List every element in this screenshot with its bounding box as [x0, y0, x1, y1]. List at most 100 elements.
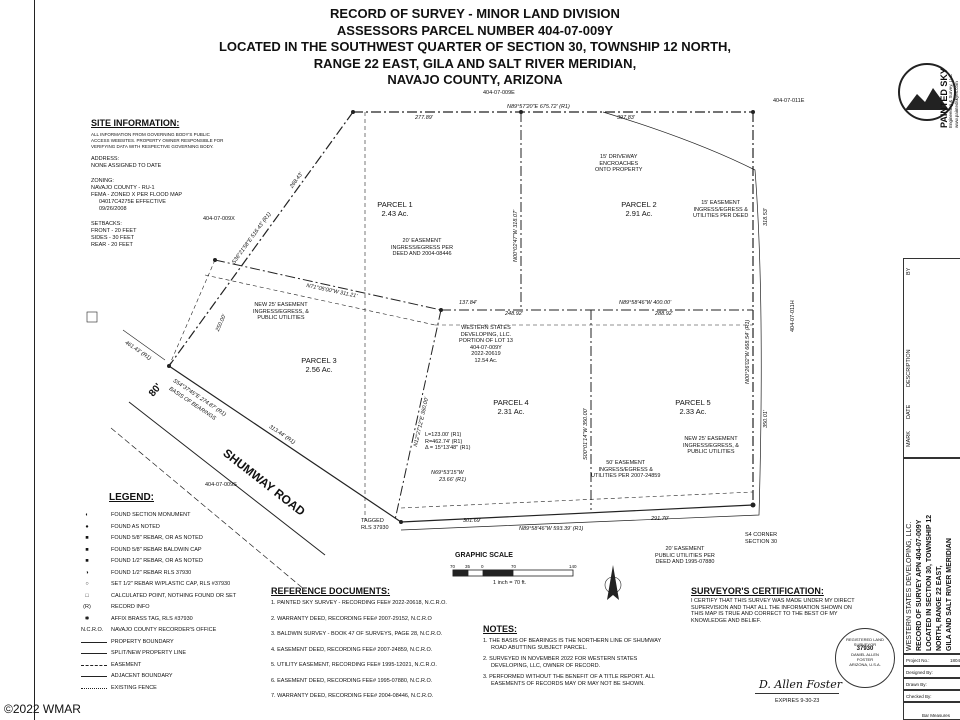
- reference-item: 7. WARRANTY DEED, RECORDING FEE# 2004-08…: [271, 693, 434, 699]
- legend-text: PROPERTY BOUNDARY: [111, 638, 174, 645]
- seg-301-69: 301.69': [463, 518, 481, 524]
- curve-data: L=123.00' (R1)R=462.74' (R1)Δ = 15°13'48…: [425, 432, 471, 451]
- road-edge-north: [128, 401, 326, 556]
- site-note-3: VERIFYING DATA WITH RESPECTIVE GOVERNING…: [91, 144, 214, 149]
- certification-title: SURVEYOR'S CERTIFICATION:: [691, 586, 824, 596]
- title-line-5: NAVAJO COUNTY, ARIZONA: [387, 72, 563, 87]
- survey-sheet: RECORD OF SURVEY - MINOR LAND DIVISION A…: [34, 0, 960, 720]
- scale-tick-5: 140: [569, 564, 577, 569]
- north-arrow-icon: [604, 565, 622, 600]
- corner-w-mid: [213, 258, 217, 262]
- certification-text: I CERTIFY THAT THIS SURVEY WAS MADE UNDE…: [691, 598, 855, 624]
- apn-top-right: 404-07-011E: [773, 98, 805, 104]
- reference-item: 1. PAINTED SKY SURVEY - RECORDING FEE# 2…: [271, 600, 447, 606]
- revision-block: BY DESCRIPTION DATE MARK: [903, 258, 960, 458]
- zoning-value: NAVAJO COUNTY - RU-1: [91, 185, 155, 191]
- apn-top: 404-07-009E: [483, 90, 515, 96]
- bearing-n00-668: N00°26'02"W 668.54' (R1): [745, 319, 751, 384]
- setback-rear: REAR - 20 FEET: [91, 242, 133, 248]
- apn-right: 404-07-011H: [790, 300, 796, 332]
- legend-text: FOUND 1/2" REBAR RLS 37930: [111, 569, 192, 576]
- reference-item: 5. UTILITY EASEMENT, RECORDING FEE# 1995…: [271, 662, 437, 668]
- bearing-n00-318: N00°02'47"W 318.07': [513, 209, 519, 262]
- reference-item: 4. EASEMENT DEED, RECORDING FEE# 2007-24…: [271, 646, 433, 653]
- existing-fence-line: [400, 111, 762, 531]
- legend-text: FOUND 1/2" REBAR, OR AS NOTED: [111, 558, 203, 564]
- address-value: NONE ASSIGNED TO DATE: [91, 163, 162, 169]
- legend-symbol: ✱: [84, 615, 90, 622]
- reference-title: REFERENCE DOCUMENTS:: [271, 586, 391, 596]
- southwest-boundary-line: [168, 365, 402, 523]
- corner-n-mid: [519, 110, 523, 114]
- easement-line-25w: [204, 274, 436, 326]
- legend-text: SPLIT/NEW PROPERTY LINE: [111, 650, 186, 656]
- legend-line-sample: [81, 641, 107, 643]
- corner-w: [167, 364, 171, 368]
- seg-350-01: 350.01': [763, 410, 769, 428]
- legend-text: EASEMENT: [111, 661, 142, 668]
- fema-line-1: FEMA - ZONED X PER FLOOD MAP: [91, 192, 183, 198]
- easement-line-250: [168, 259, 216, 367]
- expiration: EXPIRES 9-30-23: [775, 698, 820, 704]
- bearing-n89-400: N89°58'46"W 400.00': [619, 300, 672, 306]
- legend-text: FOUND AS NOTED: [111, 523, 160, 530]
- surveyor-seal: REGISTERED LAND SURVEYOR 37930 DANIEL AL…: [835, 628, 895, 688]
- corner-ne: [751, 110, 755, 114]
- apn-bottom-left: 404-07-009S: [205, 482, 237, 488]
- legend-text: SET 1/2" REBAR W/PLASTIC CAP, RLS #37930: [111, 581, 231, 587]
- seg-291-70: 291.70': [651, 516, 669, 522]
- notes-title: NOTES:: [483, 624, 518, 634]
- seg-137-84: 137.84': [459, 300, 477, 306]
- road-centerline: [110, 427, 306, 591]
- legend-symbol: □: [85, 592, 89, 599]
- mountain-logo-icon: [898, 63, 956, 121]
- adjacent-boundary: [122, 329, 166, 361]
- corner-center: [439, 308, 443, 312]
- site-note-1: ALL INFORMATION FROM GOVERNING BODY'S PU…: [91, 132, 210, 137]
- title-line-1: RECORD OF SURVEY - MINOR LAND DIVISION: [330, 6, 620, 21]
- seg-288-92: 288.92': [655, 311, 673, 317]
- seg-397-83: 397.83': [617, 115, 635, 121]
- legend-text: ADJACENT BOUNDARY: [111, 673, 173, 679]
- reference-item: 6. EASEMENT DEED, RECORDING FEE# 1995-07…: [271, 677, 433, 684]
- designed-by-row: Designed By:: [903, 666, 960, 678]
- title-line-3: LOCATED IN THE SOUTHWEST QUARTER OF SECT…: [218, 39, 732, 54]
- legend-text: CALCULATED POINT, NOTHING FOUND OR SET: [111, 592, 237, 599]
- legend-symbol: N.C.R.O.: [81, 627, 104, 633]
- legend-text: FOUND SECTION MONUMENT: [111, 512, 191, 518]
- legend-text: RECORD INFO: [111, 604, 150, 610]
- graphic-scale-bar: [452, 569, 574, 577]
- survey-plat-drawing: [86, 110, 762, 600]
- legend-symbol: ◐: [85, 512, 89, 518]
- legend-text: AFFIX BRASS TAG, RLS #37930: [111, 615, 193, 622]
- legend-text: NAVAJO COUNTY RECORDER'S OFFICE: [111, 627, 217, 633]
- legend-line-sample: [81, 653, 107, 654]
- scale-tick-4: 70: [511, 564, 517, 569]
- graphic-scale-title: GRAPHIC SCALE: [455, 552, 513, 559]
- setback-front: FRONT - 20 FEET: [91, 228, 137, 234]
- south-line-bearing: N89°58'46"W 593.39' (R1): [519, 526, 584, 532]
- split-line-n12: [394, 309, 442, 521]
- sheet-title-block: WESTERN STATES DEVELOPING, LLC. RECORD O…: [903, 458, 960, 654]
- legend-symbol: ■: [85, 546, 89, 553]
- legend-symbol: (R): [83, 604, 91, 610]
- seg-277-89: 277.89': [415, 115, 433, 121]
- legend-line-sample: [81, 687, 107, 689]
- project-no-row: Project No.: 1804: [903, 654, 960, 666]
- legend-text: EXISTING FENCE: [111, 684, 157, 691]
- reference-item: 3. BALDWIN SURVEY - BOOK 47 OF SURVEYS, …: [271, 631, 443, 637]
- seg-318-53: 318.53': [763, 208, 769, 226]
- site-info-title: SITE INFORMATION:: [91, 118, 180, 128]
